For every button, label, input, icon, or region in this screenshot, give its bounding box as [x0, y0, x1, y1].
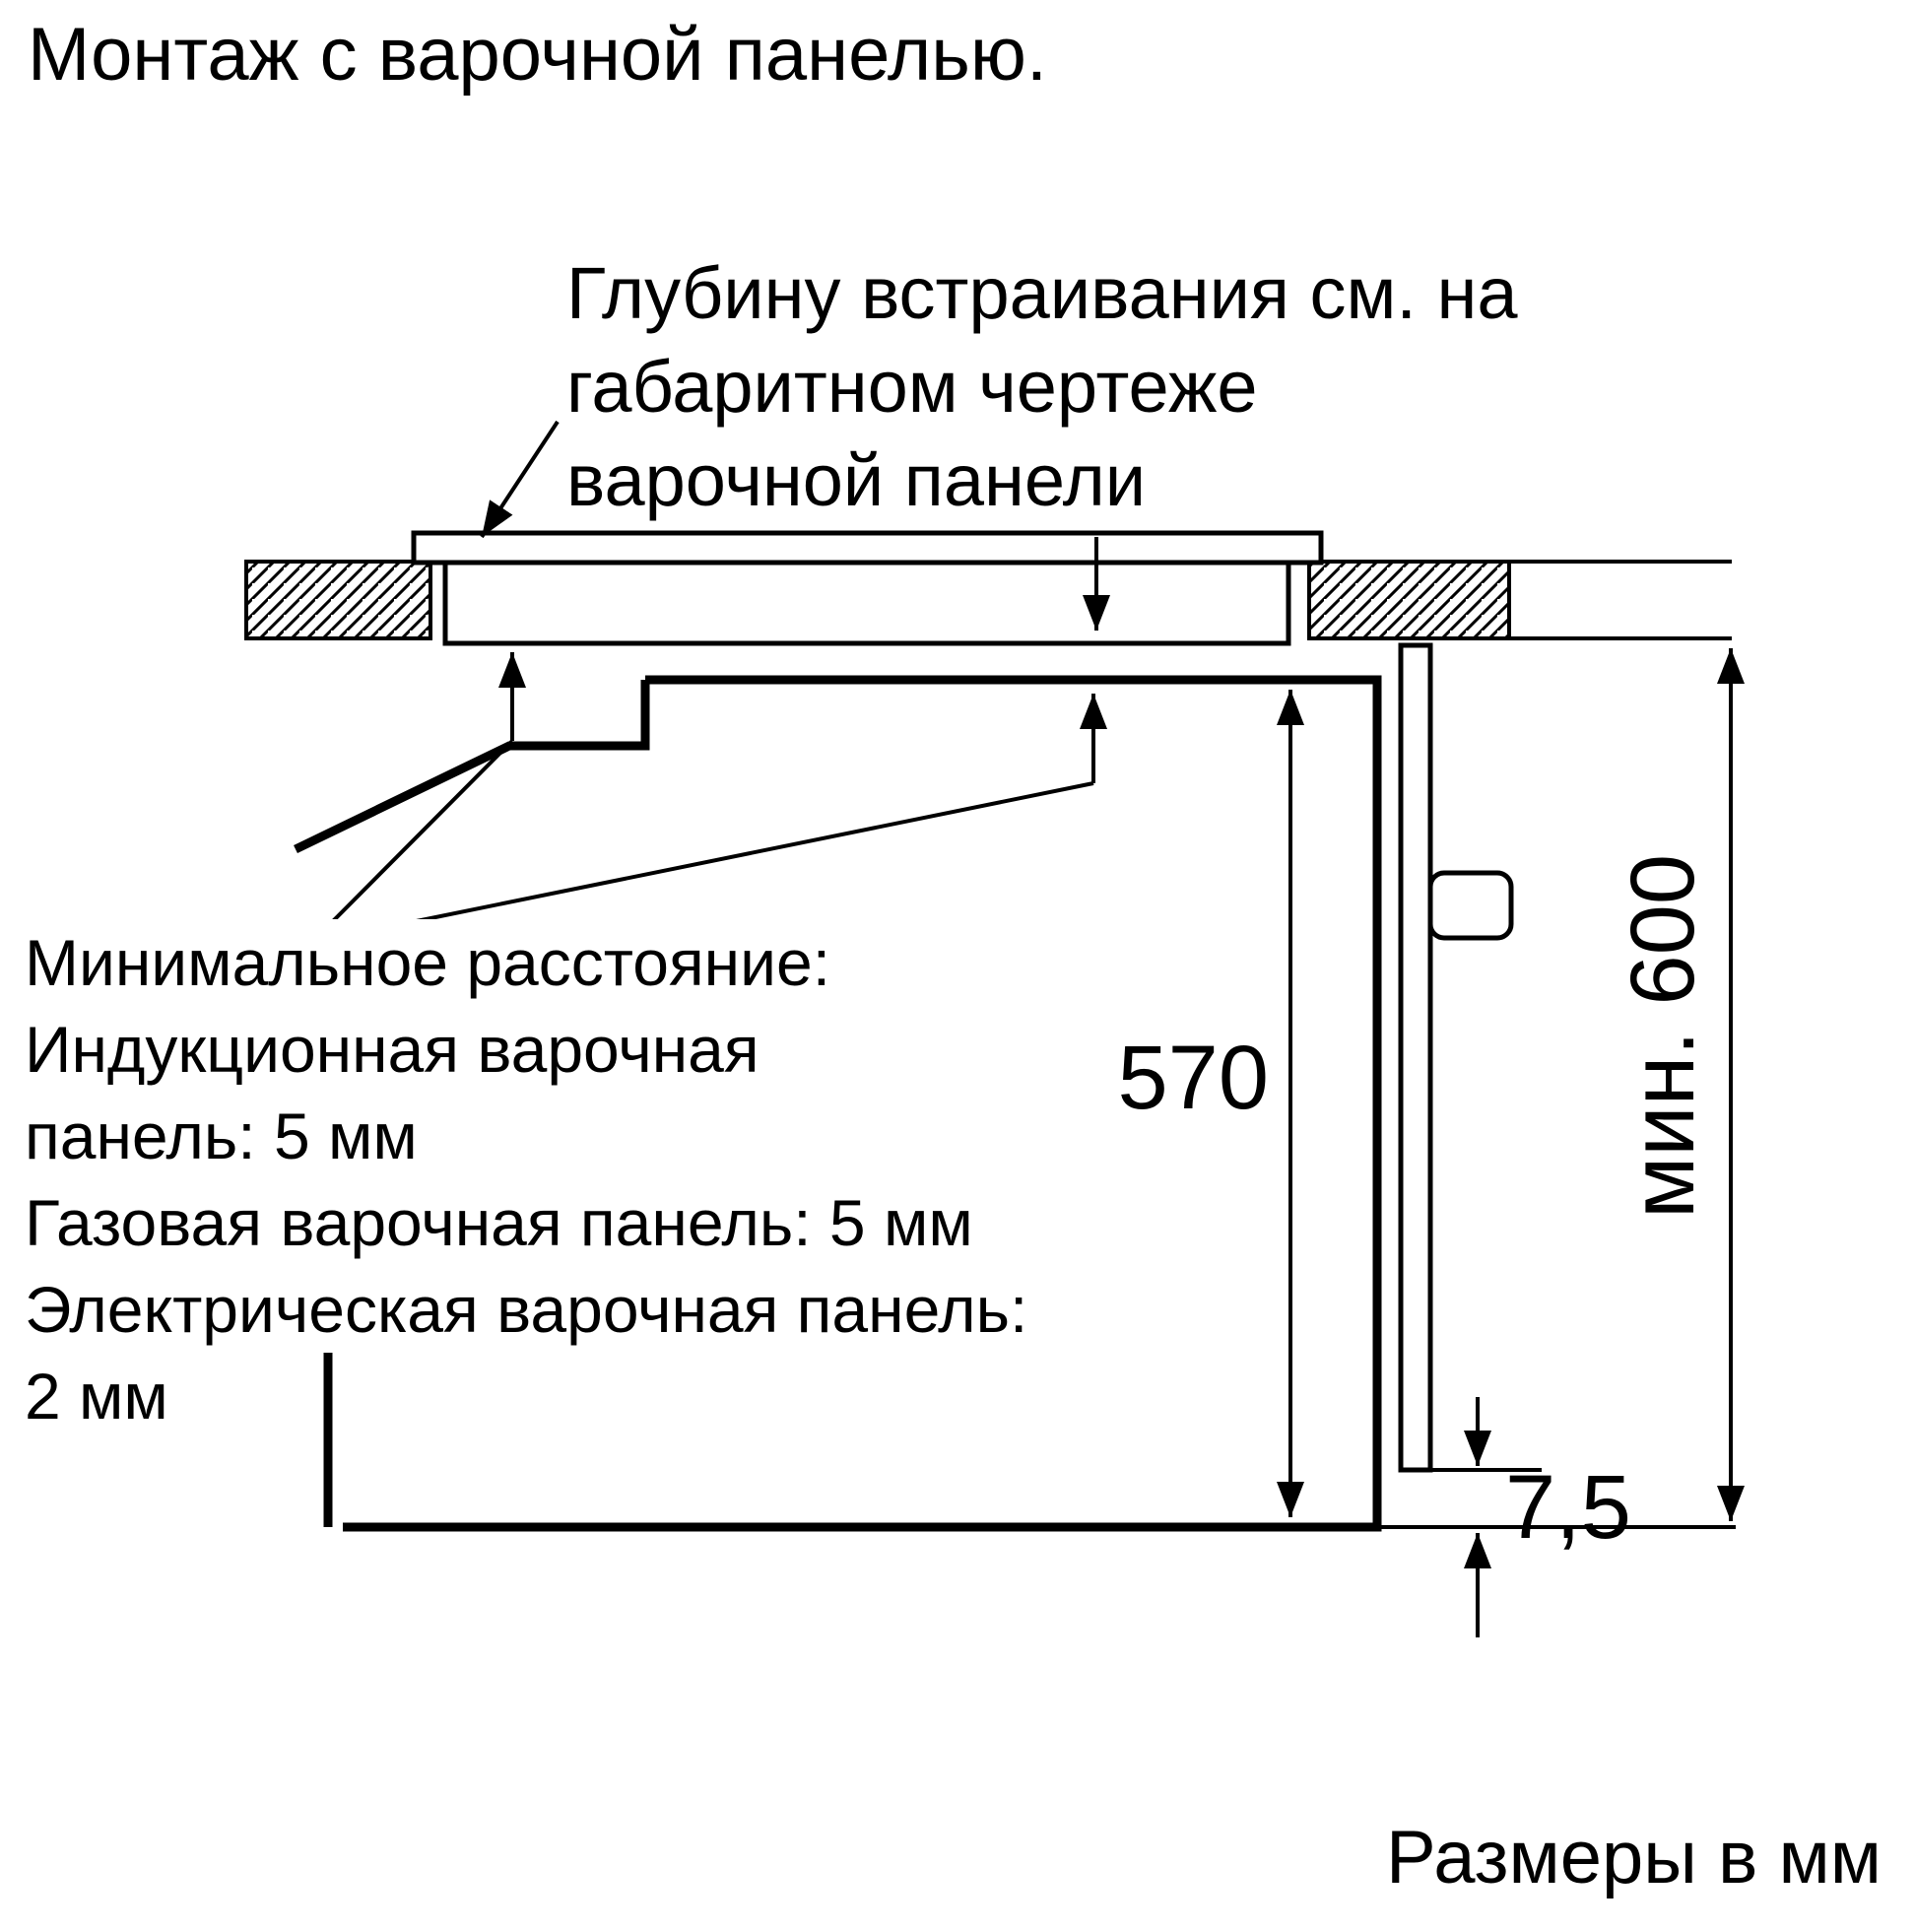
oven-top-step-break-line	[294, 680, 650, 854]
annotation-line: варочной панели	[566, 439, 1147, 521]
note-line: Газовая варочная панель: 5 мм	[25, 1179, 1035, 1266]
annotation-line: габаритном чертеже	[566, 346, 1258, 428]
hob-flange	[411, 530, 1324, 566]
annotation-line: Глубину встраивания см. на	[566, 252, 1518, 334]
oven-front-panel	[1398, 642, 1433, 1473]
depth-leader-arrow-left	[480, 420, 560, 539]
countertop-extension-lines	[1509, 560, 1732, 640]
dim-label-7-5: 7,5	[1505, 1457, 1631, 1558]
min-distance-leader-line-center	[391, 781, 1094, 928]
hob-body	[442, 560, 1291, 646]
oven-outline	[343, 675, 1382, 1532]
installation-depth-annotation: Глубину встраивания см. на габаритном че…	[566, 246, 1518, 527]
note-line: Электрическая варочная панель:	[25, 1266, 1036, 1353]
dim-label-570: 570	[1117, 1028, 1270, 1128]
page-title: Монтаж с варочной панелью.	[28, 13, 1047, 97]
min-distance-leader-line-left	[326, 739, 514, 928]
note-line: Минимальное расстояние:	[25, 919, 1035, 1006]
oven-control-knob	[1427, 870, 1514, 941]
minimum-distance-note: Минимальное расстояние: Индукционная вар…	[25, 919, 1036, 1439]
note-line: панель: 5 мм	[25, 1093, 1035, 1179]
note-line: 2 мм	[25, 1353, 1035, 1439]
countertop-left-section	[244, 560, 432, 640]
units-note: Размеры в мм	[1386, 1816, 1882, 1899]
note-line: Индукционная варочная	[25, 1006, 1035, 1093]
dim-label-min-600: мин. 600	[1612, 853, 1713, 1220]
countertop-right-section	[1307, 560, 1511, 640]
